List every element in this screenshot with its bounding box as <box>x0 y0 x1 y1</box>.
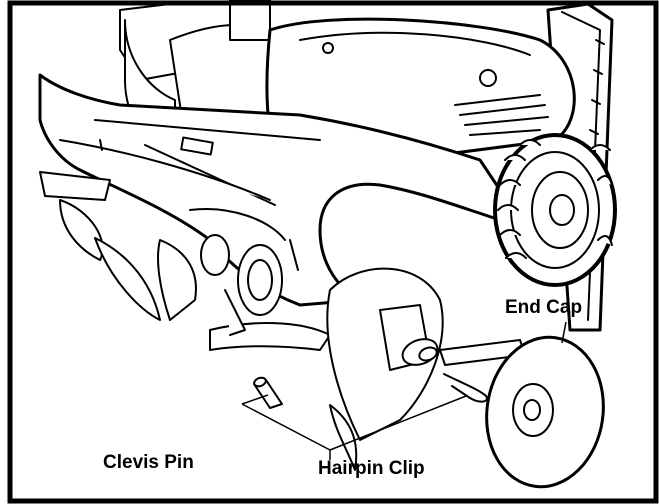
end-cap-label: End Cap <box>505 297 583 318</box>
hairpin-clip-label: Hairpin Clip <box>318 458 425 479</box>
leader-lines <box>241 321 567 460</box>
figure-border <box>7 0 659 504</box>
wheel <box>493 133 617 287</box>
clevis-pin-label: Clevis Pin <box>103 452 194 473</box>
tines <box>39 171 331 351</box>
hairpin-clip-part <box>443 373 488 403</box>
clevis-pin-part <box>253 376 283 409</box>
tine-shield <box>38 73 517 307</box>
end-cap-part <box>485 335 605 489</box>
